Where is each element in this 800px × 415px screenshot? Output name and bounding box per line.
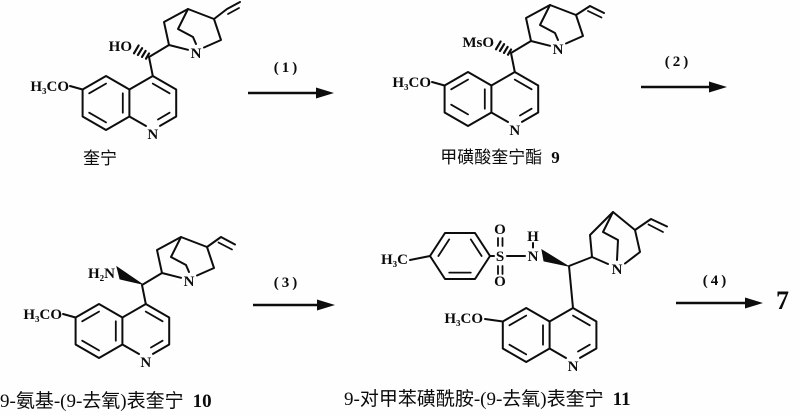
bond-path [141,272,163,305]
compound-name-quinine: 奎宁 [40,144,160,169]
bold-wedge-bond [541,248,569,267]
vinyl-bond [575,5,605,16]
bond-path [163,8,222,51]
hash-mark [140,49,147,59]
atom-label-quinuclidine-n: N [553,42,564,58]
tosylamide-structure: H₃C S O O N H H₃CO N N [381,211,668,375]
reaction-arrow-2: (2) [641,54,727,93]
hash-mark [494,40,502,51]
arrow-step-label: (3) [274,275,301,291]
bond-path [409,255,431,261]
hash-mark [144,52,151,60]
atom-label-methyl: H₃C [381,252,408,268]
vinyl-double-bond [587,10,603,19]
bond-path [525,4,584,47]
atom-label-methoxy: H₃CO [23,307,62,323]
compound-name-mesylate: 甲磺酸奎宁酯 9 [390,143,610,168]
compound-number: 10 [192,391,212,412]
bond-path [177,8,197,45]
bond-path [121,303,171,355]
bond-path [156,236,215,279]
atom-label-mesyloxy: MsO [462,35,494,51]
reaction-arrow-4: (4) [676,273,763,309]
atom-label-sulfur: S [496,249,504,265]
atom-label-methoxy: H₃CO [30,79,69,95]
hash-mark [136,47,144,57]
bond-path [539,4,559,41]
bond-path [170,236,190,273]
bond-path [431,81,446,87]
arrow-step-label: (2) [665,54,692,70]
quinine-structure: HO H₃CO N N [30,1,241,143]
compound-number: 11 [612,389,631,410]
bond-path [490,71,540,123]
bond-path [437,238,483,274]
hash-mark [502,45,509,55]
bond-path [548,307,598,359]
reaction-arrow-3: (3) [253,275,335,311]
bond-path [69,85,84,91]
atom-label-quinuclidine-n: N [184,274,195,290]
bond-path [450,78,533,117]
bond-path [510,40,532,73]
atom-label-quinuclidine-n: N [191,46,202,62]
hashed-wedge-bond [494,40,513,56]
bond-path [602,211,619,261]
bond-path [568,256,593,309]
atom-label-quinoline-n: N [147,127,158,143]
mesylate-structure: MsO H₃CO N N [392,4,605,139]
vinyl-double-bond [217,241,233,251]
arrow-head [316,87,334,99]
bond-path [484,318,504,323]
atom-label-oxygen-bottom: O [494,274,506,290]
bond-path [128,75,178,127]
compound-name-text: 奎宁 [83,149,117,168]
bond-path [88,82,171,124]
hash-mark [132,44,140,55]
reaction-arrow-1: (1) [248,60,334,99]
hashed-wedge-bond [132,44,151,60]
bond-path [81,310,164,352]
vinyl-bond [213,1,241,20]
arrow-step-label: (4) [703,273,730,289]
hash-mark [498,43,506,53]
atom-label-oxygen-top: O [494,222,506,238]
atom-label-quinoline-n: N [140,355,151,371]
hash-mark [506,48,513,56]
arrow-head [317,299,335,311]
atom-label-amino: H₂N [88,266,115,282]
atom-label-amide-h: H [527,229,539,245]
arrow-head [745,297,763,309]
vinyl-bond [206,236,236,248]
compound-name-amine: 9-氨基-(9-去氧)表奎宁 10 [0,386,212,413]
sulfonyl-double-bond [497,237,504,275]
compound-name-text: 9-氨基-(9-去氧)表奎宁 [0,391,184,412]
atom-label-methoxy: H₃CO [444,311,483,327]
final-product-label: 7 [776,286,789,315]
atom-label-amide-n: N [528,249,539,265]
compound-number: 9 [551,148,560,167]
compound-name-text: 9-对甲苯磺酰胺-(9-去氧)表奎宁 [344,389,604,410]
vinyl-double-bond [227,7,240,15]
atom-label-hydroxyl: HO [109,39,132,55]
arrow-head [709,81,727,93]
atom-label-quinoline-n: N [568,359,579,375]
bold-wedge-bond [116,265,143,285]
bond-path [148,44,170,77]
arrow-step-label: (1) [274,60,301,76]
atom-label-quinoline-n: N [509,123,520,139]
atom-label-quinuclidine-n: N [612,262,623,278]
vinyl-double-bond [647,223,664,233]
compound-name-text: 甲磺酸奎宁酯 [440,148,543,167]
vinyl-bond [634,218,668,231]
bond-path [589,211,641,265]
compound-name-tosylamide: 9-对甲苯磺酰胺-(9-去氧)表奎宁 11 [344,384,631,411]
amine-structure: H₂N H₃CO N N [23,236,236,371]
bond-path [508,314,591,356]
atom-label-methoxy: H₃CO [392,75,431,91]
bond-path [62,313,77,319]
